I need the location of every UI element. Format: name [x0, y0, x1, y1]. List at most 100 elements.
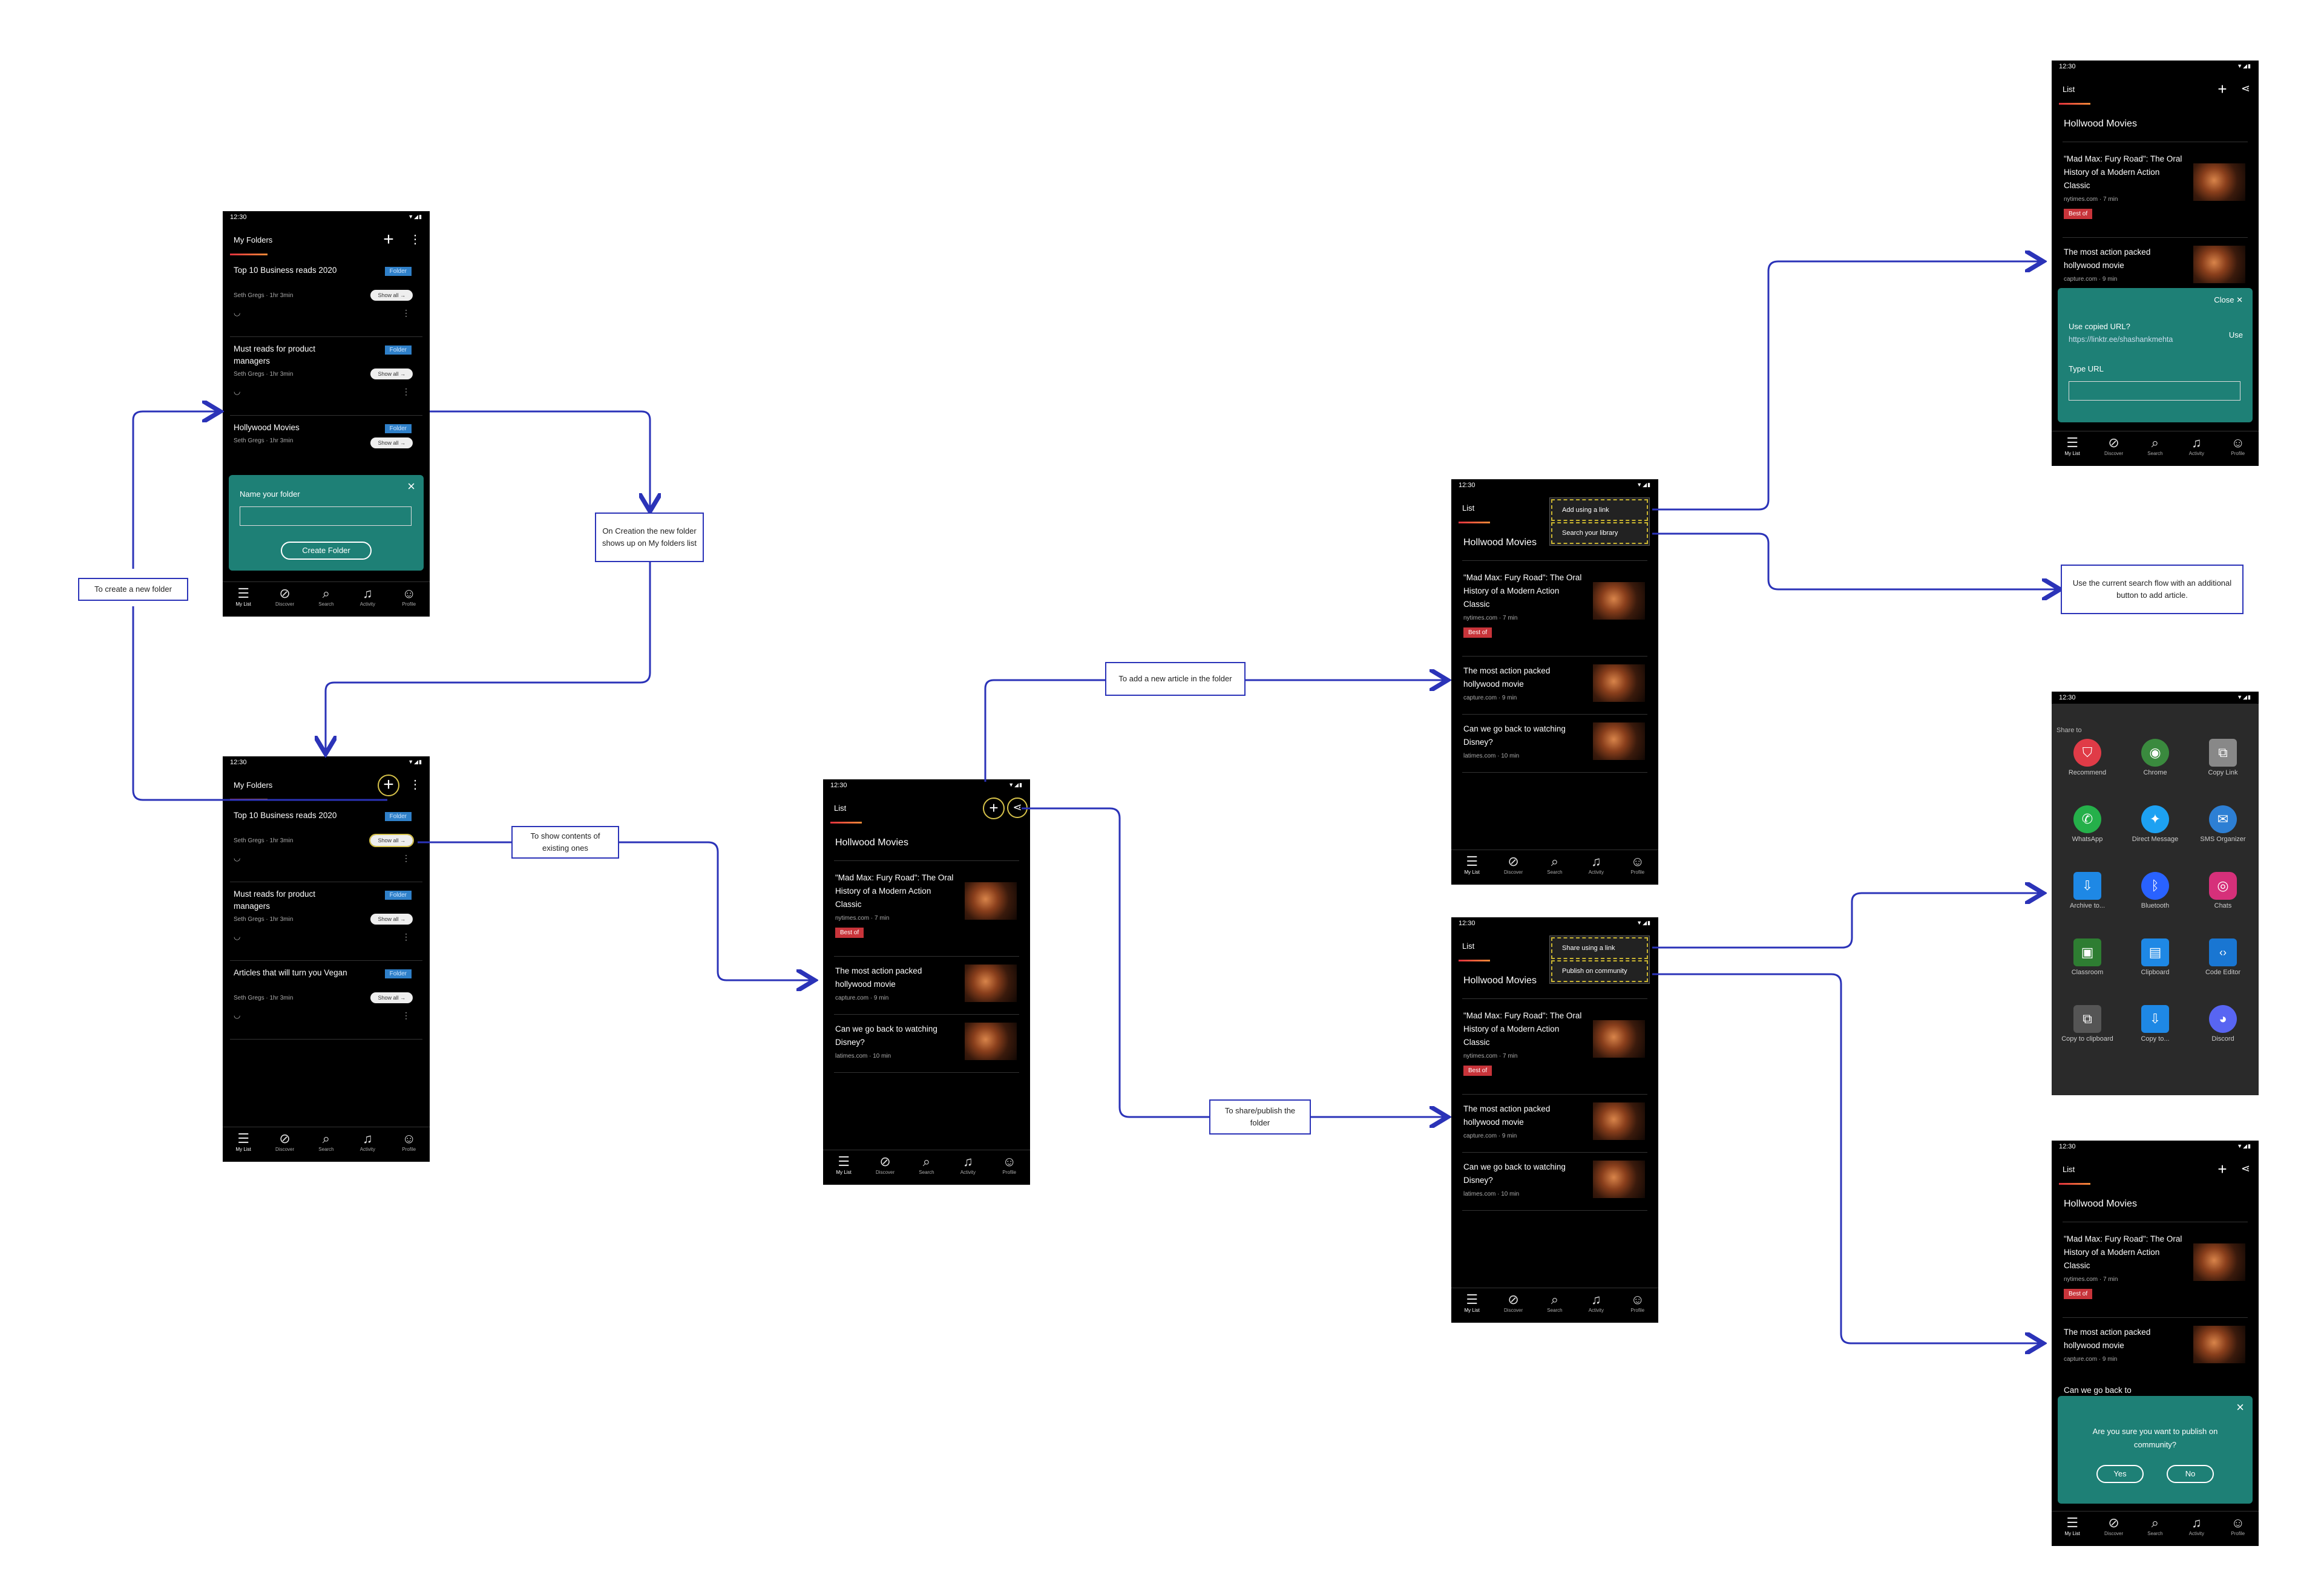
add-folder-icon[interactable]: + [378, 775, 399, 796]
create-folder-button[interactable]: Create Folder [281, 542, 372, 560]
more-icon[interactable]: ⋮ [409, 778, 421, 791]
add-article-icon[interactable]: + [2217, 80, 2227, 98]
nav-profile[interactable]: ☺Profile [991, 1154, 1028, 1175]
nav-discover[interactable]: ⊘Discover [1495, 1292, 1532, 1313]
more-icon[interactable]: ⋮ [402, 387, 410, 396]
nav-discover[interactable]: ⊘Discover [867, 1154, 904, 1175]
share-app[interactable]: ▤Clipboard [2121, 938, 2189, 977]
nav-search[interactable]: ⌕Search [308, 586, 344, 607]
nav-search[interactable]: ⌕Search [2137, 435, 2173, 456]
show-all-button[interactable]: Show all → [370, 437, 413, 448]
share-app[interactable]: ⛉Recommend [2053, 739, 2121, 777]
share-app[interactable]: ⇩Archive to... [2053, 872, 2121, 910]
add-article-icon[interactable]: + [2217, 1160, 2227, 1178]
more-icon[interactable]: ⋮ [402, 1010, 410, 1020]
article-item[interactable]: "Mad Max: Fury Road": The Oral History o… [2064, 1233, 2245, 1299]
nav-search[interactable]: ⌕Search [1537, 1292, 1573, 1313]
nav-discover[interactable]: ⊘Discover [267, 1131, 303, 1152]
nav-discover[interactable]: ⊘Discover [2096, 1515, 2132, 1536]
article-item[interactable]: "Mad Max: Fury Road": The Oral History o… [835, 871, 1017, 938]
nav-activity[interactable]: ♫Activity [349, 586, 386, 607]
article-item[interactable]: Can we go back to watching Disney?latime… [1463, 1161, 1645, 1198]
no-button[interactable]: No [2167, 1465, 2214, 1483]
share-app[interactable]: ✉SMS Organizer [2189, 805, 2257, 843]
share-link-option[interactable]: Share using a link [1551, 937, 1648, 959]
nav-search[interactable]: ⌕Search [1537, 854, 1573, 875]
more-icon[interactable]: ⋮ [409, 233, 421, 246]
article-item[interactable]: Can we go back to [2064, 1384, 2245, 1397]
share-app[interactable]: ◕Discord [2189, 1005, 2257, 1043]
nav-discover[interactable]: ⊘Discover [1495, 854, 1532, 875]
add-using-link-option[interactable]: Add using a link [1551, 499, 1648, 521]
nav-search[interactable]: ⌕Search [908, 1154, 945, 1175]
share-app[interactable]: ‹›Code Editor [2189, 938, 2257, 977]
more-icon[interactable]: ⋮ [402, 853, 410, 863]
show-all-button[interactable]: Show all → [370, 992, 413, 1003]
nav-activity[interactable]: ♫Activity [950, 1154, 986, 1175]
article-item[interactable]: "Mad Max: Fury Road": The Oral History o… [1463, 1009, 1645, 1076]
article-item[interactable]: Can we go back to watching Disney?latime… [1463, 722, 1645, 760]
publish-community-option[interactable]: Publish on community [1551, 960, 1648, 982]
close-button[interactable]: Close ✕ [2214, 295, 2243, 304]
add-article-icon[interactable]: + [983, 798, 1005, 819]
share-app[interactable]: ◎Chats [2189, 872, 2257, 910]
share-app[interactable]: ◉Chrome [2121, 739, 2189, 777]
nav-profile[interactable]: ☺Profile [391, 1131, 427, 1152]
nav-discover[interactable]: ⊘Discover [267, 586, 303, 607]
share-icon[interactable]: ⋖ [2240, 82, 2250, 94]
nav-profile[interactable]: ☺Profile [1620, 854, 1656, 875]
nav-profile[interactable]: ☺Profile [2220, 1515, 2256, 1536]
nav-profile[interactable]: ☺Profile [2220, 435, 2256, 456]
nav-profile[interactable]: ☺Profile [391, 586, 427, 607]
nav-activity[interactable]: ♫Activity [1578, 854, 1614, 875]
share-icon[interactable]: ⋖ [1007, 798, 1028, 818]
nav-activity[interactable]: ♫Activity [2178, 435, 2214, 456]
show-all-button[interactable]: Show all → [369, 834, 414, 847]
more-icon[interactable]: ⋮ [402, 932, 410, 942]
nav-activity[interactable]: ♫Activity [349, 1131, 386, 1152]
article-item[interactable]: "Mad Max: Fury Road": The Oral History o… [2064, 152, 2245, 219]
nav-my-list[interactable]: ☰My List [2054, 435, 2090, 456]
nav-my-list[interactable]: ☰My List [225, 1131, 261, 1152]
use-button[interactable]: Use [2228, 330, 2243, 339]
share-app[interactable]: ▣Classroom [2053, 938, 2121, 977]
list-tab[interactable]: List [834, 804, 847, 813]
yes-button[interactable]: Yes [2096, 1465, 2144, 1483]
nav-search[interactable]: ⌕Search [308, 1131, 344, 1152]
list-tab[interactable]: List [1462, 503, 1475, 513]
share-app[interactable]: ⧉Copy to clipboard [2053, 1005, 2121, 1043]
nav-my-list[interactable]: ☰My List [826, 1154, 862, 1175]
show-all-button[interactable]: Show all → [370, 290, 413, 301]
share-app[interactable]: ⧉Copy Link [2189, 739, 2257, 777]
article-item[interactable]: Can we go back to watching Disney?latime… [835, 1023, 1017, 1060]
url-input[interactable] [2069, 381, 2240, 401]
nav-my-list[interactable]: ☰My List [225, 586, 261, 607]
show-all-button[interactable]: Show all → [370, 914, 413, 925]
add-folder-icon[interactable]: + [383, 229, 394, 249]
folder-name-input[interactable] [240, 506, 412, 526]
nav-activity[interactable]: ♫Activity [2178, 1515, 2214, 1536]
close-icon[interactable]: × [2236, 1400, 2244, 1415]
nav-my-list[interactable]: ☰My List [2054, 1515, 2090, 1536]
nav-my-list[interactable]: ☰My List [1454, 1292, 1490, 1313]
show-all-button[interactable]: Show all → [370, 368, 413, 379]
nav-discover[interactable]: ⊘Discover [2096, 435, 2132, 456]
list-tab[interactable]: List [2063, 1165, 2075, 1174]
share-app[interactable]: ✆WhatsApp [2053, 805, 2121, 843]
list-tab[interactable]: List [2063, 85, 2075, 94]
close-icon[interactable]: × [407, 479, 415, 494]
list-tab[interactable]: List [1462, 942, 1475, 951]
nav-profile[interactable]: ☺Profile [1620, 1292, 1656, 1313]
nav-my-list[interactable]: ☰My List [1454, 854, 1490, 875]
